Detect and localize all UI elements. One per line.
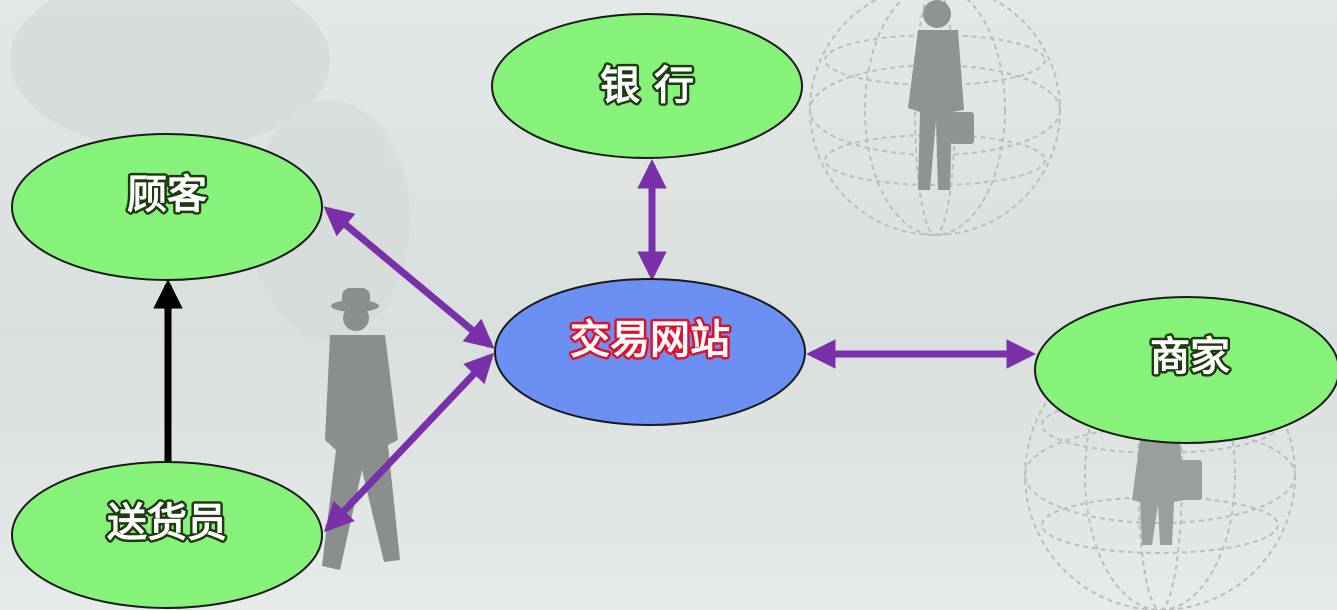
arrows: [153, 159, 1036, 533]
node-courier-label: 送货员: [107, 500, 227, 546]
businessman-silhouette-icon: [908, 0, 974, 190]
node-courier: 送货员: [11, 461, 323, 609]
node-merchant: 商家: [1034, 296, 1337, 444]
arrow-courier-website: [323, 352, 495, 533]
node-merchant-label: 商家: [1150, 334, 1230, 380]
node-customer-label: 顾客: [127, 172, 207, 218]
businessman-silhouette-icon: [1132, 440, 1202, 545]
node-website-label: 交易网站: [570, 317, 730, 363]
node-bank: 银 行: [491, 13, 803, 159]
node-website: 交易网站: [494, 278, 806, 426]
arrow-customer-website: [323, 206, 495, 349]
node-bank-label: 银 行: [600, 63, 694, 109]
node-customer: 顾客: [11, 133, 323, 281]
